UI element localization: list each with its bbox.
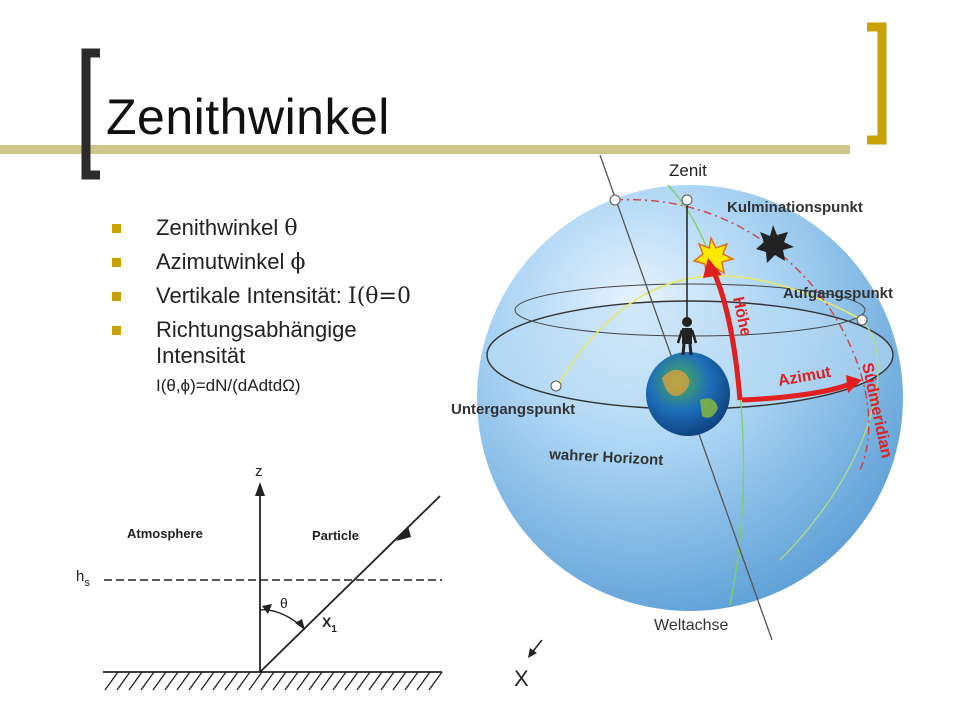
sun-path bbox=[555, 275, 863, 389]
label-untergangspunkt: Untergangspunkt bbox=[451, 401, 575, 418]
bullet-marker bbox=[112, 326, 121, 335]
trajectory-arrowhead bbox=[396, 526, 411, 541]
azimuth-arrowhead bbox=[846, 375, 862, 393]
right-bracket bbox=[867, 22, 887, 145]
header-bar bbox=[0, 145, 850, 154]
south-meridian bbox=[614, 199, 870, 471]
label-wahrer-horizont: wahrer Horizont bbox=[548, 446, 664, 469]
bullet-marker bbox=[112, 224, 121, 233]
earth-continent bbox=[662, 369, 690, 396]
zenith-point bbox=[681, 194, 693, 206]
bullet-vertikale-intensitaet: Vertikale Intensität: I(θ=0 bbox=[112, 283, 472, 310]
set-point bbox=[550, 380, 562, 392]
x-axis-arrowhead bbox=[528, 648, 537, 658]
label-kulminationspunkt: Kulminationspunkt bbox=[727, 199, 863, 216]
label-aufgangspunkt: Aufgangspunkt bbox=[783, 285, 893, 302]
label-hs: hs bbox=[76, 568, 90, 589]
label-particle: Particle bbox=[312, 528, 359, 543]
particle-trajectory bbox=[259, 495, 441, 673]
intensity-formula: I(θ,ϕ)=dN/(dAdtdΩ) bbox=[156, 376, 301, 395]
bullet-richtungsabhaengige-intensitaet: Richtungsabhängige Intensität bbox=[112, 317, 426, 369]
label-x1: X1 bbox=[322, 614, 337, 635]
bullet-list: Zenithwinkel θ Azimutwinkel ϕ Vertikale … bbox=[112, 215, 472, 396]
label-zenit: Zenit bbox=[669, 161, 707, 180]
earth-continent bbox=[700, 398, 718, 418]
point-marker bbox=[609, 194, 621, 206]
culmination-star-icon bbox=[756, 225, 794, 263]
left-bracket bbox=[81, 48, 100, 180]
bullet-azimutwinkel: Azimutwinkel ϕ bbox=[112, 249, 472, 276]
altitude-arrow bbox=[709, 266, 743, 401]
theta-arc bbox=[259, 609, 305, 629]
label-atmosphere: Atmosphere bbox=[127, 526, 203, 541]
theta-arc-arrowhead bbox=[262, 604, 272, 614]
bullet-marker bbox=[112, 258, 121, 267]
azimuth-arrow bbox=[741, 381, 851, 403]
label-x: X bbox=[514, 666, 529, 691]
z-axis-arrowhead bbox=[255, 482, 265, 496]
bullet-marker bbox=[112, 292, 121, 301]
ground-hatching bbox=[104, 671, 443, 691]
theta-arc-arrowhead bbox=[295, 619, 305, 630]
rise-point bbox=[856, 314, 868, 326]
label-z: z bbox=[255, 463, 263, 480]
observer-figure bbox=[676, 317, 698, 356]
page-title: Zenithwinkel bbox=[106, 89, 390, 145]
altitude-arrowhead bbox=[703, 258, 722, 278]
bullet-zenithwinkel: Zenithwinkel θ bbox=[112, 215, 472, 242]
label-theta: θ bbox=[280, 595, 288, 611]
label-weltachse: Weltachse bbox=[654, 617, 729, 634]
